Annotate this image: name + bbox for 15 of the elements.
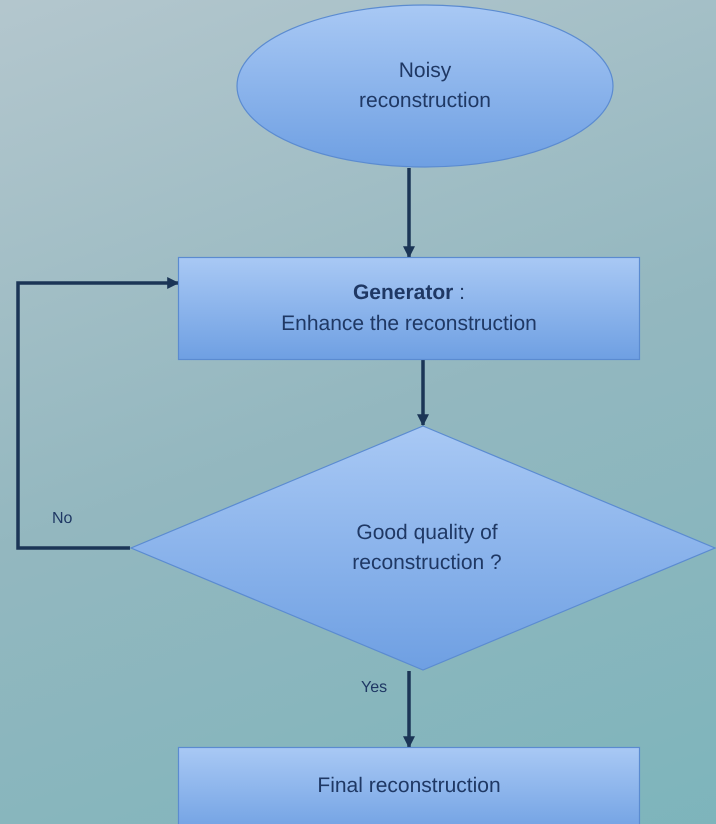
arrow [403,671,415,748]
node-label: Final reconstruction [317,773,501,799]
box-heading: Generator : [352,280,466,306]
node-label: Good quality of reconstruction ? [351,520,503,576]
process-box [178,257,640,360]
process-box [178,747,640,824]
decision-diamond [130,425,716,671]
arrow [16,277,180,550]
arrow [417,360,429,426]
node-label: Noisy reconstruction [358,58,492,114]
node-label: Enhance the reconstruction [281,310,537,336]
arrow [403,168,415,258]
start-ellipse [236,4,614,168]
edge-label: Yes [361,679,388,697]
edge-label: No [52,510,72,528]
